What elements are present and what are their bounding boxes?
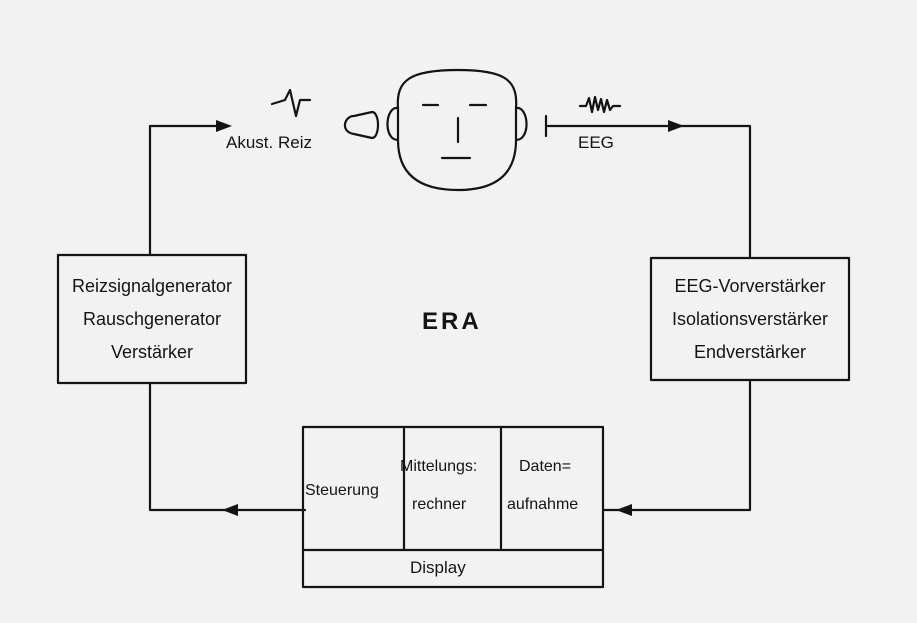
arrow-stimulus	[216, 120, 232, 132]
arrow-left-return	[222, 504, 238, 516]
left-box: Reizsignalgenerator Rauschgenerator Vers…	[58, 255, 246, 383]
eeg-label: EEG	[578, 133, 614, 153]
left-box-line-2: Rauschgenerator	[83, 303, 221, 336]
arrow-right-return	[616, 504, 632, 516]
mittelungs-label-1: Mittelungs:	[400, 457, 477, 477]
daten-label-2: aufnahme	[507, 495, 578, 515]
stimulus-line	[150, 126, 220, 255]
stimulus-waveform-icon	[272, 90, 310, 116]
earphone-icon	[345, 112, 378, 138]
right-ear	[516, 108, 527, 140]
right-box-line-1: EEG-Vorverstärker	[674, 270, 825, 303]
right-return-line	[604, 380, 750, 510]
display-label: Display	[410, 558, 466, 578]
diagram-title: ERA	[422, 308, 482, 336]
left-return-line	[150, 384, 305, 510]
left-box-line-1: Reizsignalgenerator	[72, 270, 232, 303]
right-box: EEG-Vorverstärker Isolationsverstärker E…	[651, 258, 849, 380]
left-ear	[387, 108, 398, 140]
eeg-waveform-icon	[580, 97, 620, 112]
right-box-line-2: Isolationsverstärker	[672, 303, 828, 336]
arrow-eeg	[668, 120, 684, 132]
stimulus-label: Akust. Reiz	[226, 133, 312, 153]
left-box-line-3: Verstärker	[111, 336, 193, 369]
right-box-line-3: Endverstärker	[694, 336, 806, 369]
mittelungs-label-2: rechner	[412, 495, 466, 515]
steuerung-label: Steuerung	[305, 481, 379, 501]
daten-label-1: Daten=	[519, 457, 571, 477]
